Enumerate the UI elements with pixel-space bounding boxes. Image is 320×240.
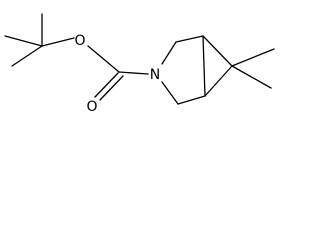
bond-carbonyl-double-b <box>99 75 124 101</box>
atom-label-ether-oxygen: O <box>74 33 85 49</box>
bond-bridgehead-to-gem-dimethyl-carbon-bottom <box>204 65 233 97</box>
atom-label-nitrogen: N <box>150 67 160 83</box>
bond-methyl-lower <box>231 65 272 89</box>
bond-upper-ch2-to-bridgehead <box>175 35 204 43</box>
bond-methyl-upper <box>231 48 275 67</box>
bond-carbonyl-double-a <box>94 72 119 98</box>
chemical-structure-diagram: O O N <box>4 13 275 115</box>
bond-nitrogen-to-lower-ch2 <box>161 81 179 105</box>
bond-tbutyl-left <box>4 35 43 47</box>
bond-bridgehead-to-gem-dimethyl-carbon-top <box>202 35 233 67</box>
bond-tbutyl-bottom <box>11 45 43 67</box>
bond-carbonyl-to-nitrogen <box>118 71 149 75</box>
bond-bridgehead-fusion <box>202 35 206 97</box>
bond-lower-ch2-to-bridgehead <box>177 95 206 105</box>
bond-nitrogen-to-upper-ch2 <box>161 41 177 65</box>
bond-tbutyl-to-ether-oxygen <box>41 37 75 47</box>
atom-label-carbonyl-oxygen: O <box>86 99 97 115</box>
bond-ether-oxygen-to-carbonyl-carbon <box>87 45 120 73</box>
